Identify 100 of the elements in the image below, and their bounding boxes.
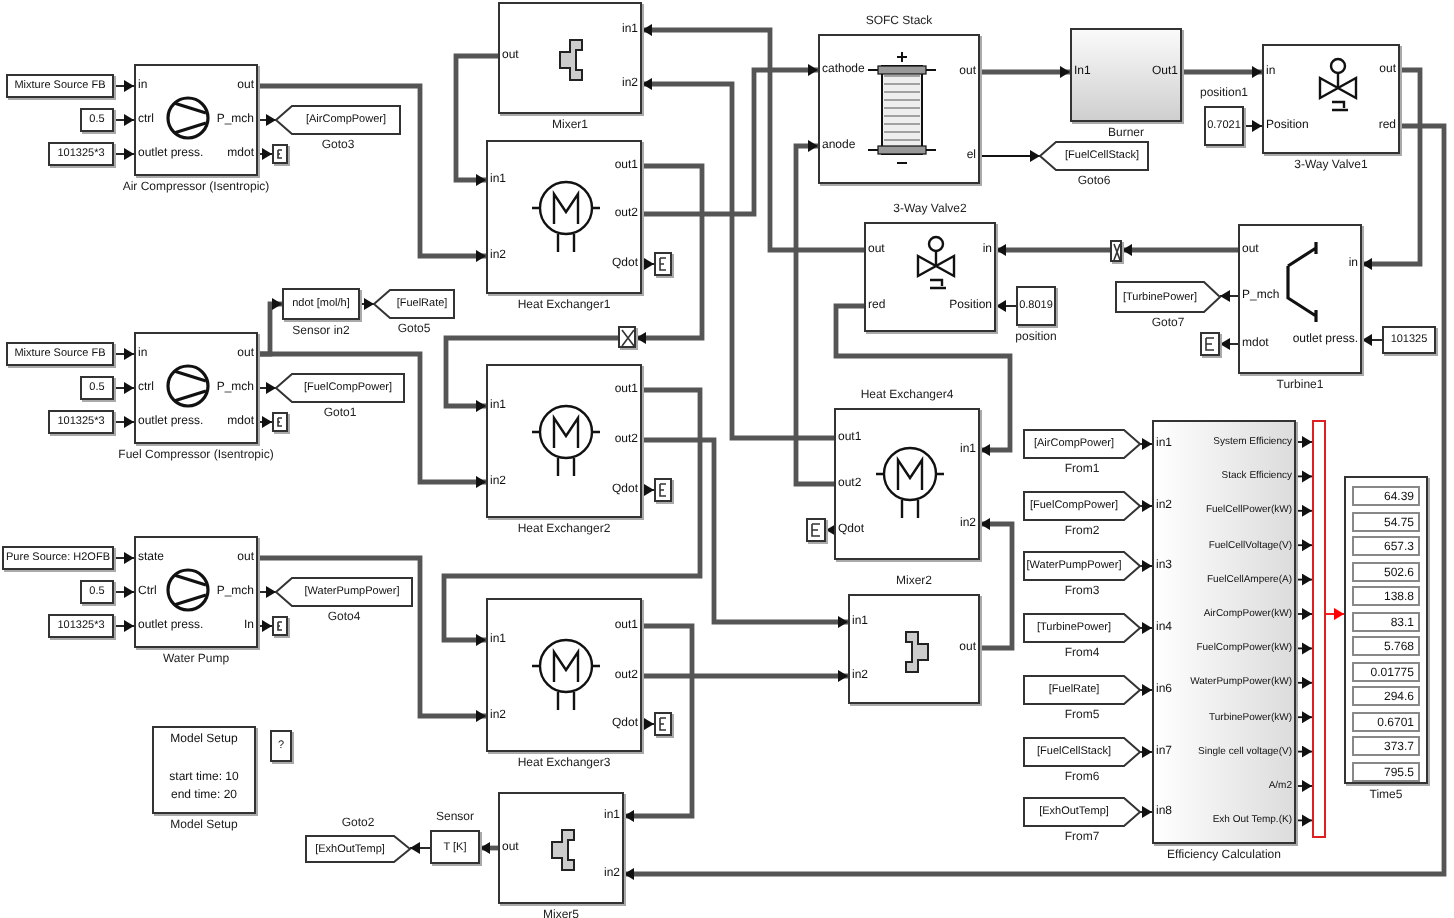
from-tag [1024,614,1140,642]
connector-arrow [642,78,834,441]
subsystem-block [1152,420,1296,844]
connector-arrow [996,244,1110,256]
connector-arrow [980,66,1070,78]
constant-block [80,108,114,132]
connector-arrow [1295,676,1313,689]
connector-arrow [793,140,834,487]
connector-arrow [1295,642,1313,655]
mixer-block [848,594,980,704]
connector-arrow [1295,814,1313,827]
connector-arrow [257,148,273,160]
connector-arrow [1295,539,1313,552]
from-tag [1024,676,1140,704]
goto-tag [276,578,412,606]
constant-block [1016,286,1056,326]
connector-arrow [1295,711,1313,724]
heat-exchanger-block [486,598,642,752]
fuel-cell-stack-block [818,34,980,184]
constant-block [6,74,114,98]
connector-arrow [825,524,836,536]
connector-arrow [409,842,431,854]
connector-arrow [642,437,848,628]
connector-arrow [1139,684,1153,696]
connector-arrow [257,586,277,598]
connector-arrow [636,163,705,344]
connector-arrow [113,148,135,160]
connector-arrow [1295,745,1313,758]
mixer-block [498,2,642,114]
connector-arrow [641,484,655,496]
connector-arrow [641,718,655,730]
constant-block [48,410,114,434]
from-tag [1024,798,1140,826]
constant-block [1204,106,1244,146]
heat-exchanger-block [834,408,980,560]
connector-arrow [113,552,135,564]
terminator-icon [272,412,288,432]
burner-block [1070,28,1182,122]
setup-block [152,726,256,814]
connector-arrow [1362,67,1423,270]
connector-arrow [258,351,486,488]
terminator-icon [654,478,672,502]
connector-arrow [624,623,695,822]
constant-block [80,580,114,604]
from-tag [1024,430,1140,458]
heat-exchanger-block [486,140,642,294]
terminator-icon [1200,332,1220,356]
terminator-icon [1110,240,1122,262]
goto-tag [1116,282,1220,312]
mux-bar [1312,420,1326,838]
connector-arrow [1295,470,1313,483]
connector-arrow [1295,504,1313,517]
turbine-block [1238,224,1362,374]
connector-arrow [980,518,1015,651]
connector-arrow [995,300,1017,312]
from-tag [1024,552,1140,580]
terminator-icon [654,712,672,736]
connector-arrow [1219,290,1239,302]
connector-arrow [113,80,135,92]
connector-arrow [113,382,135,394]
connector-arrow [1361,334,1383,346]
constant-block [1382,326,1436,354]
connector-arrow [113,348,135,360]
connector-arrow [1295,780,1313,792]
valve-block [1262,44,1400,154]
display-block [1344,476,1428,784]
connector-arrow [113,586,135,598]
connector-arrow [359,298,375,310]
connector-arrow [1295,436,1313,448]
from-tag [1024,492,1140,520]
terminator-icon [806,518,826,542]
connector-arrow [113,114,135,126]
constant-block [80,376,114,400]
help-block [270,730,292,762]
connector-arrow [1295,608,1313,620]
connector-arrow [258,555,486,722]
compressor-block [134,536,258,648]
connector-arrow [257,114,277,126]
connector-arrow [624,123,1447,880]
connector-arrow [1139,806,1153,818]
valve-block [864,222,996,332]
connector-arrow [1219,338,1239,350]
connector-arrow [833,303,1013,456]
connector-arrow [113,416,135,428]
goto-tag [374,290,454,318]
terminator-icon [272,616,288,636]
mixer-block [498,792,624,904]
connector-arrow [641,258,655,270]
sensor-block [430,830,480,864]
terminator-icon [272,144,288,164]
connector-arrow [1295,573,1313,586]
connector-arrow [1139,500,1153,512]
connector-arrow [257,382,277,394]
connector-arrow [441,387,703,646]
connector-arrow [642,64,818,217]
connector-arrow [1139,560,1153,572]
goto-tag [1040,142,1148,170]
goto-tag [306,836,410,862]
connector-arrow [1139,622,1153,634]
connector-arrow [642,670,848,682]
